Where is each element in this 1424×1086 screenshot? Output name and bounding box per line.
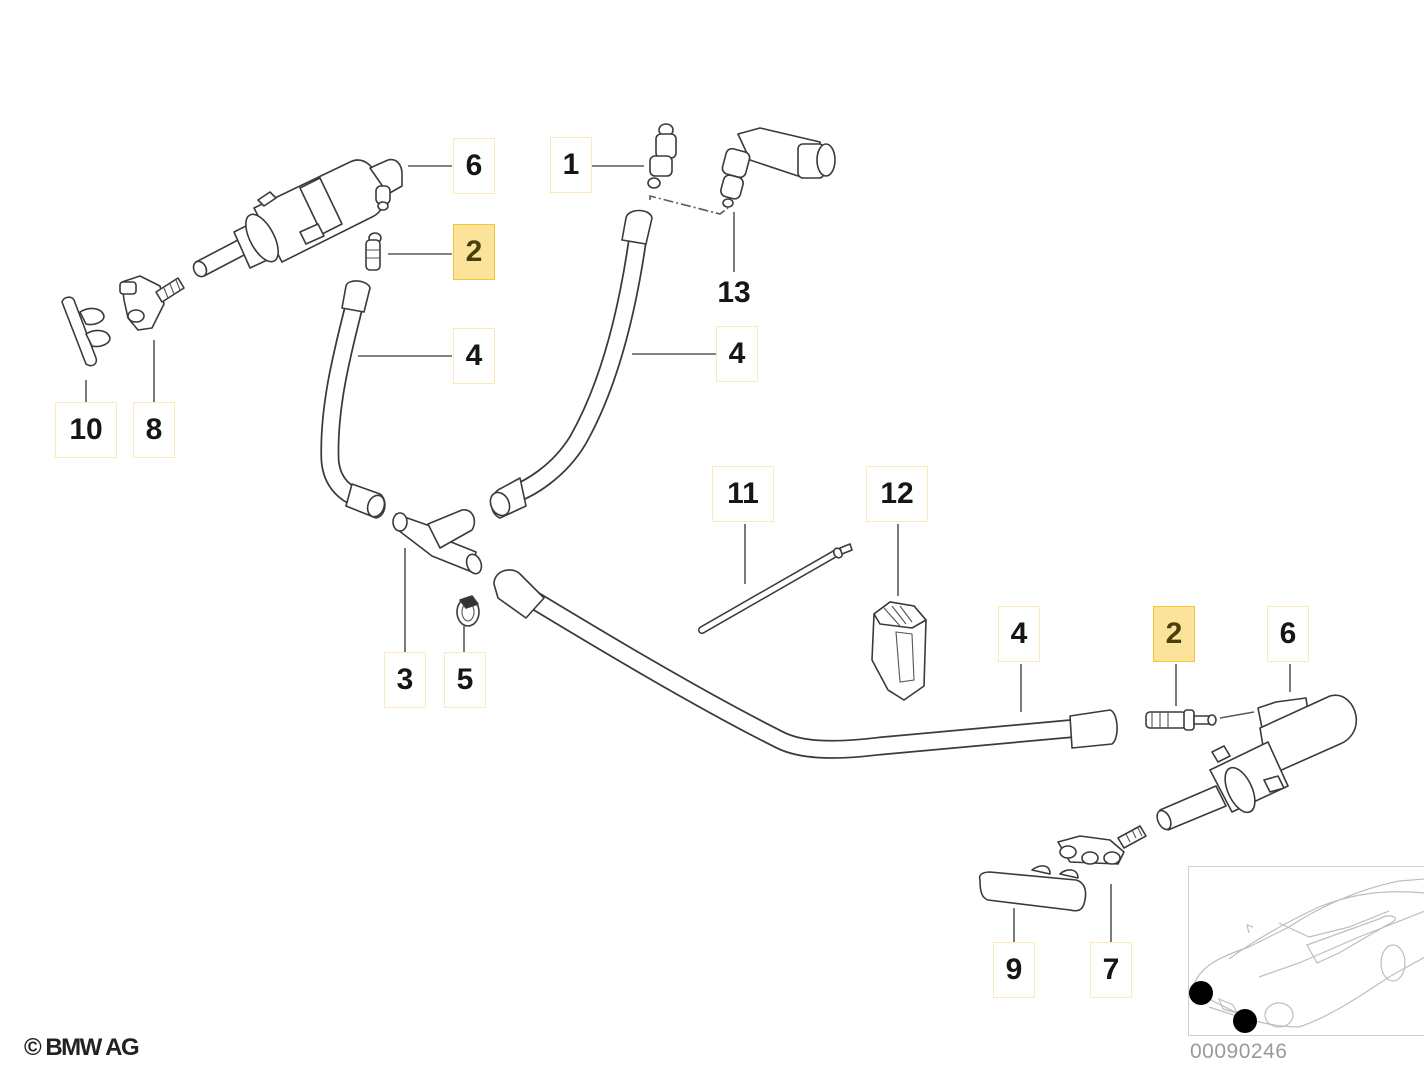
check-valve-right	[1145, 709, 1255, 731]
callout-11[interactable]: 11	[712, 466, 774, 522]
washer-pump-right	[1156, 694, 1358, 831]
callout-6-right[interactable]: 6	[1267, 606, 1309, 662]
callout-2-right[interactable]: 2	[1153, 606, 1195, 662]
callout-8[interactable]: 8	[133, 402, 175, 458]
car-outline-icon	[1189, 878, 1424, 1033]
callout-10[interactable]: 10	[55, 402, 117, 458]
location-marker-right	[1233, 1009, 1257, 1033]
hose-middle	[489, 209, 653, 519]
nozzle-bracket-right	[1057, 825, 1147, 865]
callout-2-top[interactable]: 2	[453, 224, 495, 280]
callout-4-left[interactable]: 4	[453, 328, 495, 384]
callout-3[interactable]: 3	[384, 652, 426, 708]
callout-5[interactable]: 5	[444, 652, 486, 708]
callout-9[interactable]: 9	[993, 942, 1035, 998]
callout-13[interactable]: 13	[717, 276, 751, 309]
nozzle-cover-right	[978, 865, 1087, 912]
connector-1	[647, 123, 677, 189]
callout-12[interactable]: 12	[866, 466, 928, 522]
check-valve-top	[365, 232, 382, 271]
diagram-number: 00090246	[1190, 1040, 1288, 1063]
callout-4-right[interactable]: 4	[998, 606, 1040, 662]
callout-4-middle[interactable]: 4	[716, 326, 758, 382]
copyright-text: © BMW AG	[24, 1034, 140, 1061]
elbow-connector-13	[649, 127, 836, 215]
t-connector-3	[392, 509, 483, 575]
clip-12	[871, 601, 927, 701]
location-inset	[1188, 866, 1424, 1036]
hose-clamp-5	[456, 595, 480, 627]
nozzle-bracket-left	[119, 275, 185, 331]
callout-7[interactable]: 7	[1090, 942, 1132, 998]
location-marker-left	[1189, 981, 1213, 1005]
washer-pump-left	[192, 158, 403, 278]
hose-left	[320, 280, 386, 519]
callout-1[interactable]: 1	[550, 137, 592, 193]
callout-6-top[interactable]: 6	[453, 138, 495, 194]
nozzle-cover-left	[61, 296, 111, 367]
leader-lines	[85, 165, 1291, 942]
rod-11	[698, 543, 853, 634]
hose-long	[493, 569, 1118, 759]
